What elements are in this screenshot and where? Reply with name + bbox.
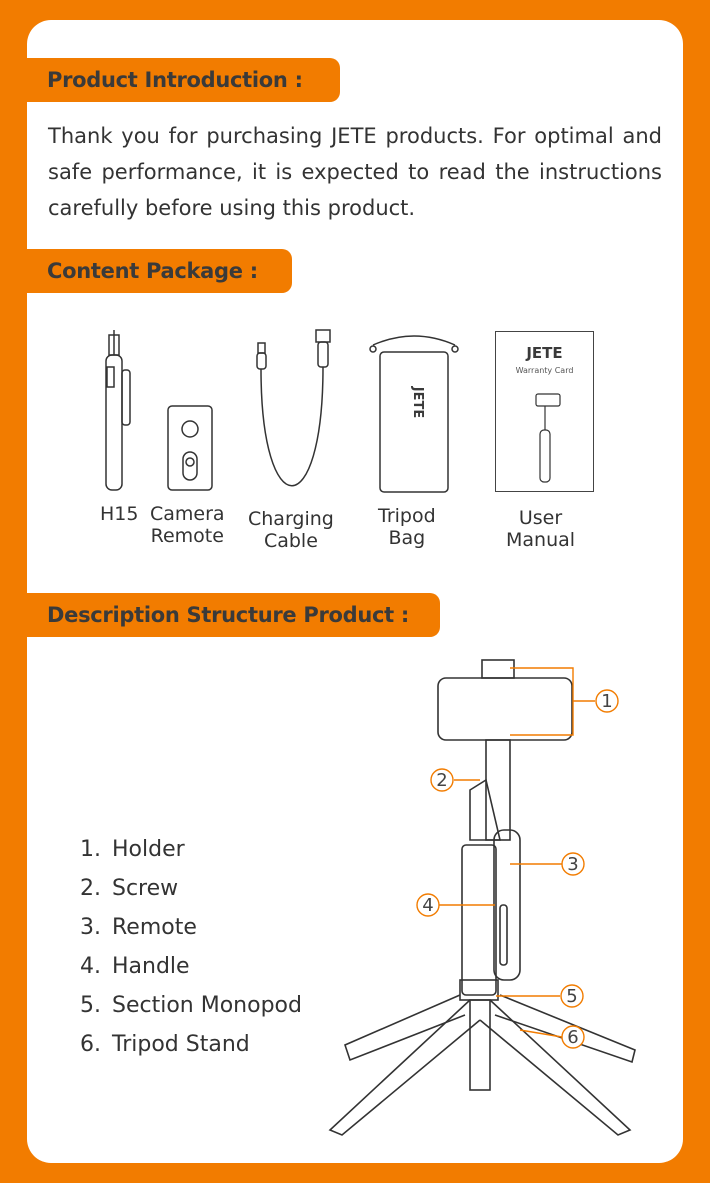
list-item: 6.Tripod Stand bbox=[80, 1032, 250, 1057]
callout-5: 5 bbox=[566, 986, 577, 1007]
camera-remote-illustration bbox=[167, 405, 213, 491]
manual-brand: JETE bbox=[526, 344, 563, 362]
callout-2: 2 bbox=[436, 770, 447, 791]
tripod-diagram: 1 2 3 4 5 6 bbox=[328, 659, 636, 1136]
intro-text: Thank you for purchasing JETE products. … bbox=[48, 124, 662, 220]
callout-4: 4 bbox=[422, 895, 433, 916]
manual-card bbox=[27, 20, 683, 1163]
list-item: 1.Holder bbox=[80, 837, 185, 862]
content-package-heading: Content Package : bbox=[27, 249, 292, 293]
list-item: 3.Remote bbox=[80, 915, 197, 940]
callout-3: 3 bbox=[567, 854, 578, 875]
list-item: 2.Screw bbox=[80, 876, 179, 901]
user-manual-illustration: JETE Warranty Card bbox=[495, 331, 594, 492]
list-item: 4.Handle bbox=[80, 954, 190, 979]
manual-product-icon bbox=[535, 393, 561, 483]
product-introduction-heading: Product Introduction : bbox=[27, 58, 340, 102]
charging-cable-illustration bbox=[256, 329, 331, 487]
tripod-bag-illustration bbox=[369, 335, 459, 493]
parts-list: 1.Holder 2.Screw 3.Remote 4.Handle 5.Sec… bbox=[80, 830, 302, 1064]
callout-1: 1 bbox=[601, 691, 612, 712]
callout-6: 6 bbox=[567, 1027, 578, 1048]
h15-illustration bbox=[105, 330, 131, 491]
warranty-card-label: Warranty Card bbox=[515, 366, 574, 375]
description-structure-heading: Description Structure Product : bbox=[27, 593, 440, 637]
bag-brand: JETE bbox=[410, 386, 426, 419]
list-item: 5.Section Monopod bbox=[80, 993, 302, 1018]
package-label-h15: H15 bbox=[100, 503, 139, 525]
